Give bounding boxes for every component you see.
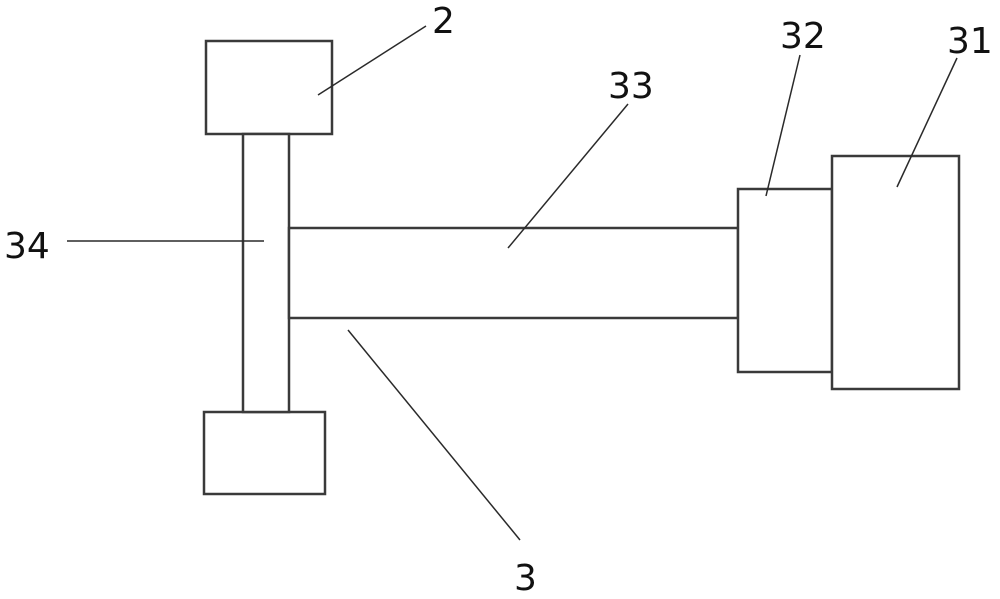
vertical-member-34 [243,134,289,412]
top-block-2 [206,41,332,134]
label-2: 2 [432,1,455,42]
leader-line-2 [318,26,426,95]
coupling-block-32 [738,189,832,372]
label-3: 3 [514,558,537,599]
label-32: 32 [780,16,826,57]
leader-line-3 [348,330,520,540]
bottom-block [204,412,325,494]
leader-line-32 [766,55,800,196]
label-33: 33 [608,66,654,107]
leader-line-33 [508,104,628,248]
end-block-31 [832,156,959,389]
label-34: 34 [4,226,50,267]
label-31: 31 [947,21,993,62]
